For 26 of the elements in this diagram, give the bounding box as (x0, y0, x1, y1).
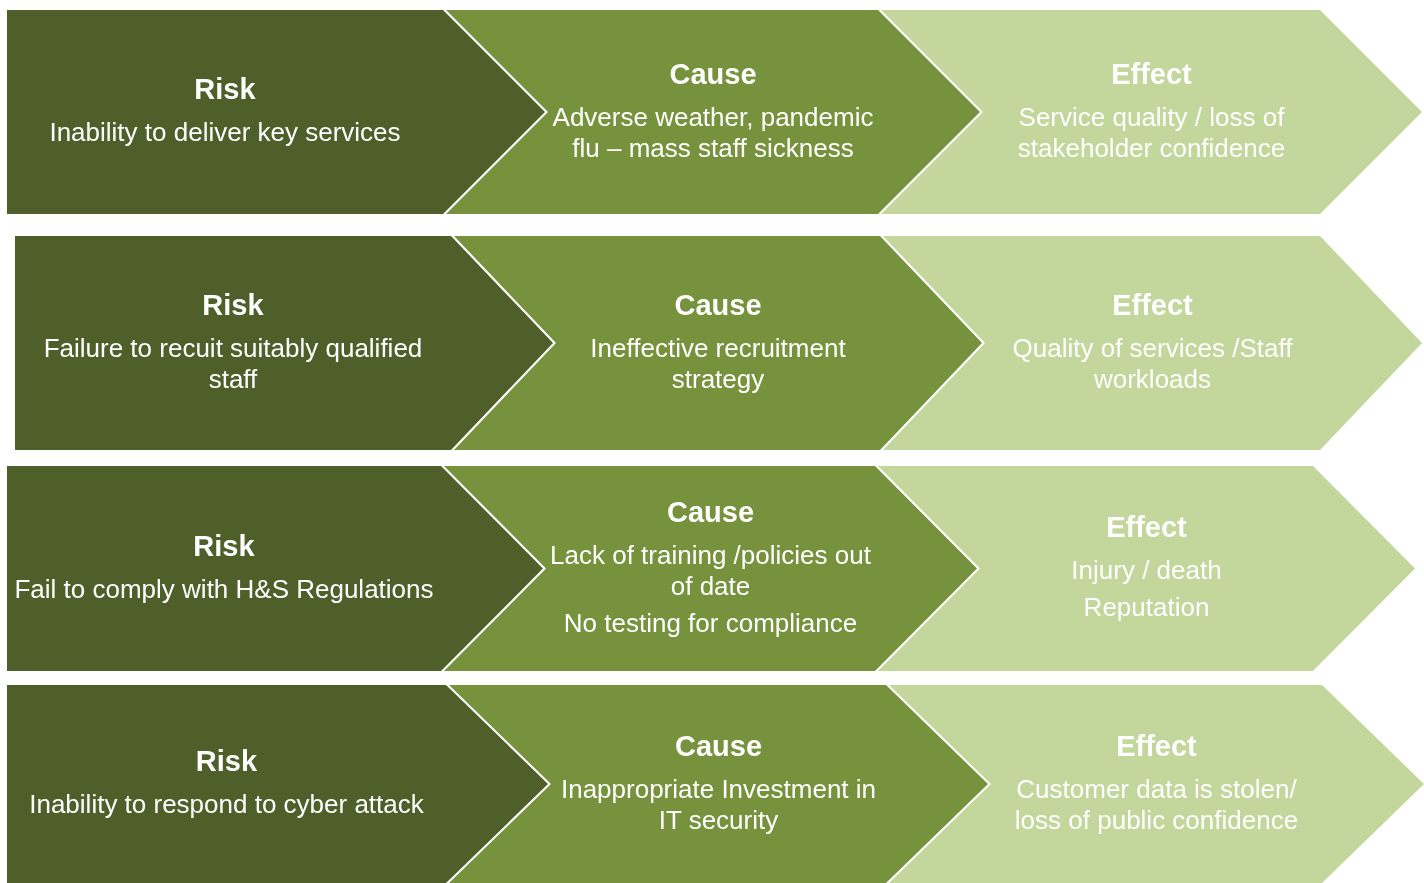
chevron-text: Quality of services /Staff workloads (1011, 332, 1294, 395)
chevron-text: Injury / death (1071, 555, 1222, 586)
chevron-text: No testing for compliance (563, 607, 858, 639)
chevron-heading: Effect (1111, 57, 1192, 91)
chevron-text: Inability to respond to cyber attack (29, 789, 424, 820)
chevron-text: Inappropriate Investment in IT security (559, 773, 878, 836)
chevron-heading: Cause (674, 288, 762, 322)
chevron-text: Ineffective recruitment strategy (589, 332, 847, 395)
chevron-text: Failure to recuit suitably qualified staff (42, 332, 424, 395)
chevron-heading: Risk (193, 529, 255, 563)
chevron-text: Lack of training /policies out of date (549, 539, 872, 602)
chevron-heading: Effect (1116, 729, 1197, 763)
chevron-text: Inability to deliver key services (49, 117, 401, 148)
chevron-heading: Risk (195, 745, 258, 778)
chevron-heading: Risk (194, 73, 256, 106)
chevron-heading: Effect (1112, 288, 1193, 322)
chevron-heading: Cause (666, 495, 754, 529)
chevron-heading: Cause (674, 729, 762, 763)
chevron-text: Adverse weather, pandemic flu – mass staff sickness (551, 101, 875, 164)
chevron-text: Fail to comply with H&S Regulations (14, 573, 434, 605)
chevron-heading: Risk (202, 288, 264, 322)
chevron-heading: Cause (669, 57, 757, 91)
chevron-heading: Effect (1106, 511, 1187, 544)
chevron-text: Customer data is stolen/ loss of public confidence (1013, 773, 1300, 836)
chevron-text: Reputation (1083, 592, 1210, 623)
chevron-text: Service quality / loss of stakeholder confidence (1016, 101, 1287, 164)
